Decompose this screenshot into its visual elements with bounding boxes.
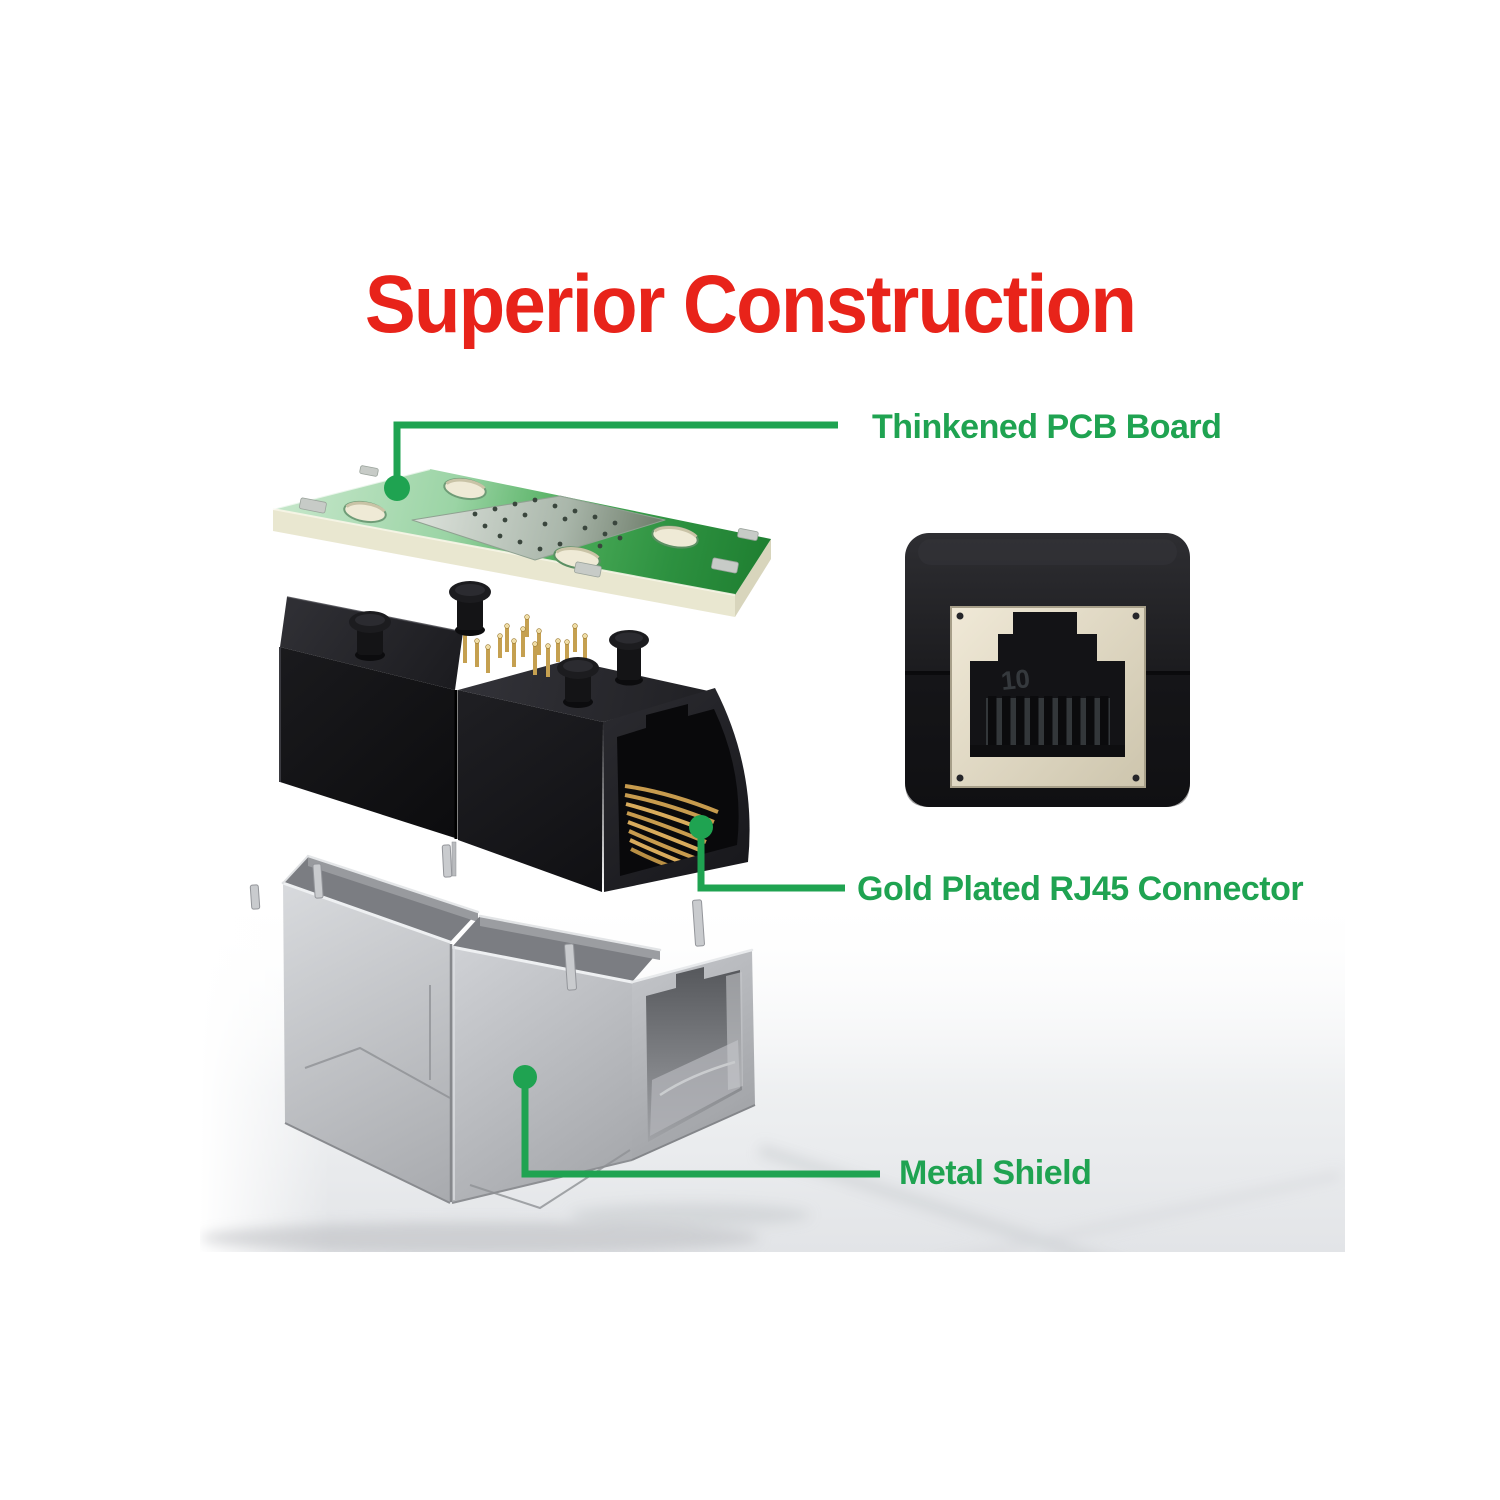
callout-dot-pcb	[384, 475, 410, 501]
insert-corner-marks	[956, 612, 1140, 782]
label-pcb-board: Thinkened PCB Board	[872, 408, 1222, 446]
pcb-front-rim	[272, 508, 736, 596]
callout-line-connector	[697, 827, 845, 892]
shield-right-opening	[452, 916, 660, 982]
shield-inner-right-wall	[726, 972, 743, 1090]
shield-left-opening	[283, 856, 478, 942]
coupler-right-front-face	[458, 690, 603, 892]
page-title: Superior Construction	[364, 259, 1137, 350]
label-metal-shield: Metal Shield	[899, 1154, 1092, 1192]
callout-dot-shield	[513, 1065, 537, 1089]
shield-rims	[281, 854, 754, 984]
knob	[609, 630, 649, 686]
callout-line-shield	[521, 1077, 880, 1178]
pcb-solder-tabs	[299, 465, 759, 578]
center-pin	[451, 841, 457, 877]
shield-floor-streak	[659, 1060, 736, 1097]
pcb-right-edge	[735, 539, 771, 617]
shield-right-inner-wall	[480, 916, 660, 960]
shield-left-inner-wall	[308, 856, 478, 922]
callouts	[384, 421, 880, 1178]
shield-left-front-face	[283, 883, 450, 1203]
coupler-left-front-face	[280, 647, 455, 838]
callout-dot-connector	[689, 815, 713, 839]
metal-shield-image	[249, 844, 756, 1210]
knob	[557, 657, 599, 708]
pcb-left-rim	[272, 468, 431, 510]
rj45-coupler-image	[279, 581, 750, 892]
coupler-knobs	[349, 581, 649, 708]
shield-bottom-edges	[284, 1104, 756, 1204]
shield-port-floor	[650, 1040, 740, 1136]
port-marking: 10	[999, 663, 1031, 696]
callout-line-pcb	[393, 421, 838, 488]
front-view-sheen	[918, 539, 1177, 565]
jack-base	[970, 745, 1125, 757]
gold-pin-tips	[462, 614, 588, 650]
jack-contact-teeth	[988, 696, 1109, 748]
gold-pins	[463, 617, 587, 677]
knob	[449, 581, 491, 636]
front-view-image: 10	[905, 533, 1190, 807]
pcb-mounting-holes	[343, 477, 699, 570]
pcb-board-image	[272, 465, 771, 617]
pcb-pad-dots	[472, 497, 623, 554]
shield-right-front-face	[452, 947, 632, 1203]
label-rj45-connector: Gold Plated RJ45 Connector	[857, 870, 1304, 908]
knob	[349, 611, 391, 661]
shield-tabs	[249, 844, 705, 991]
pcb-front-edge	[273, 509, 735, 617]
